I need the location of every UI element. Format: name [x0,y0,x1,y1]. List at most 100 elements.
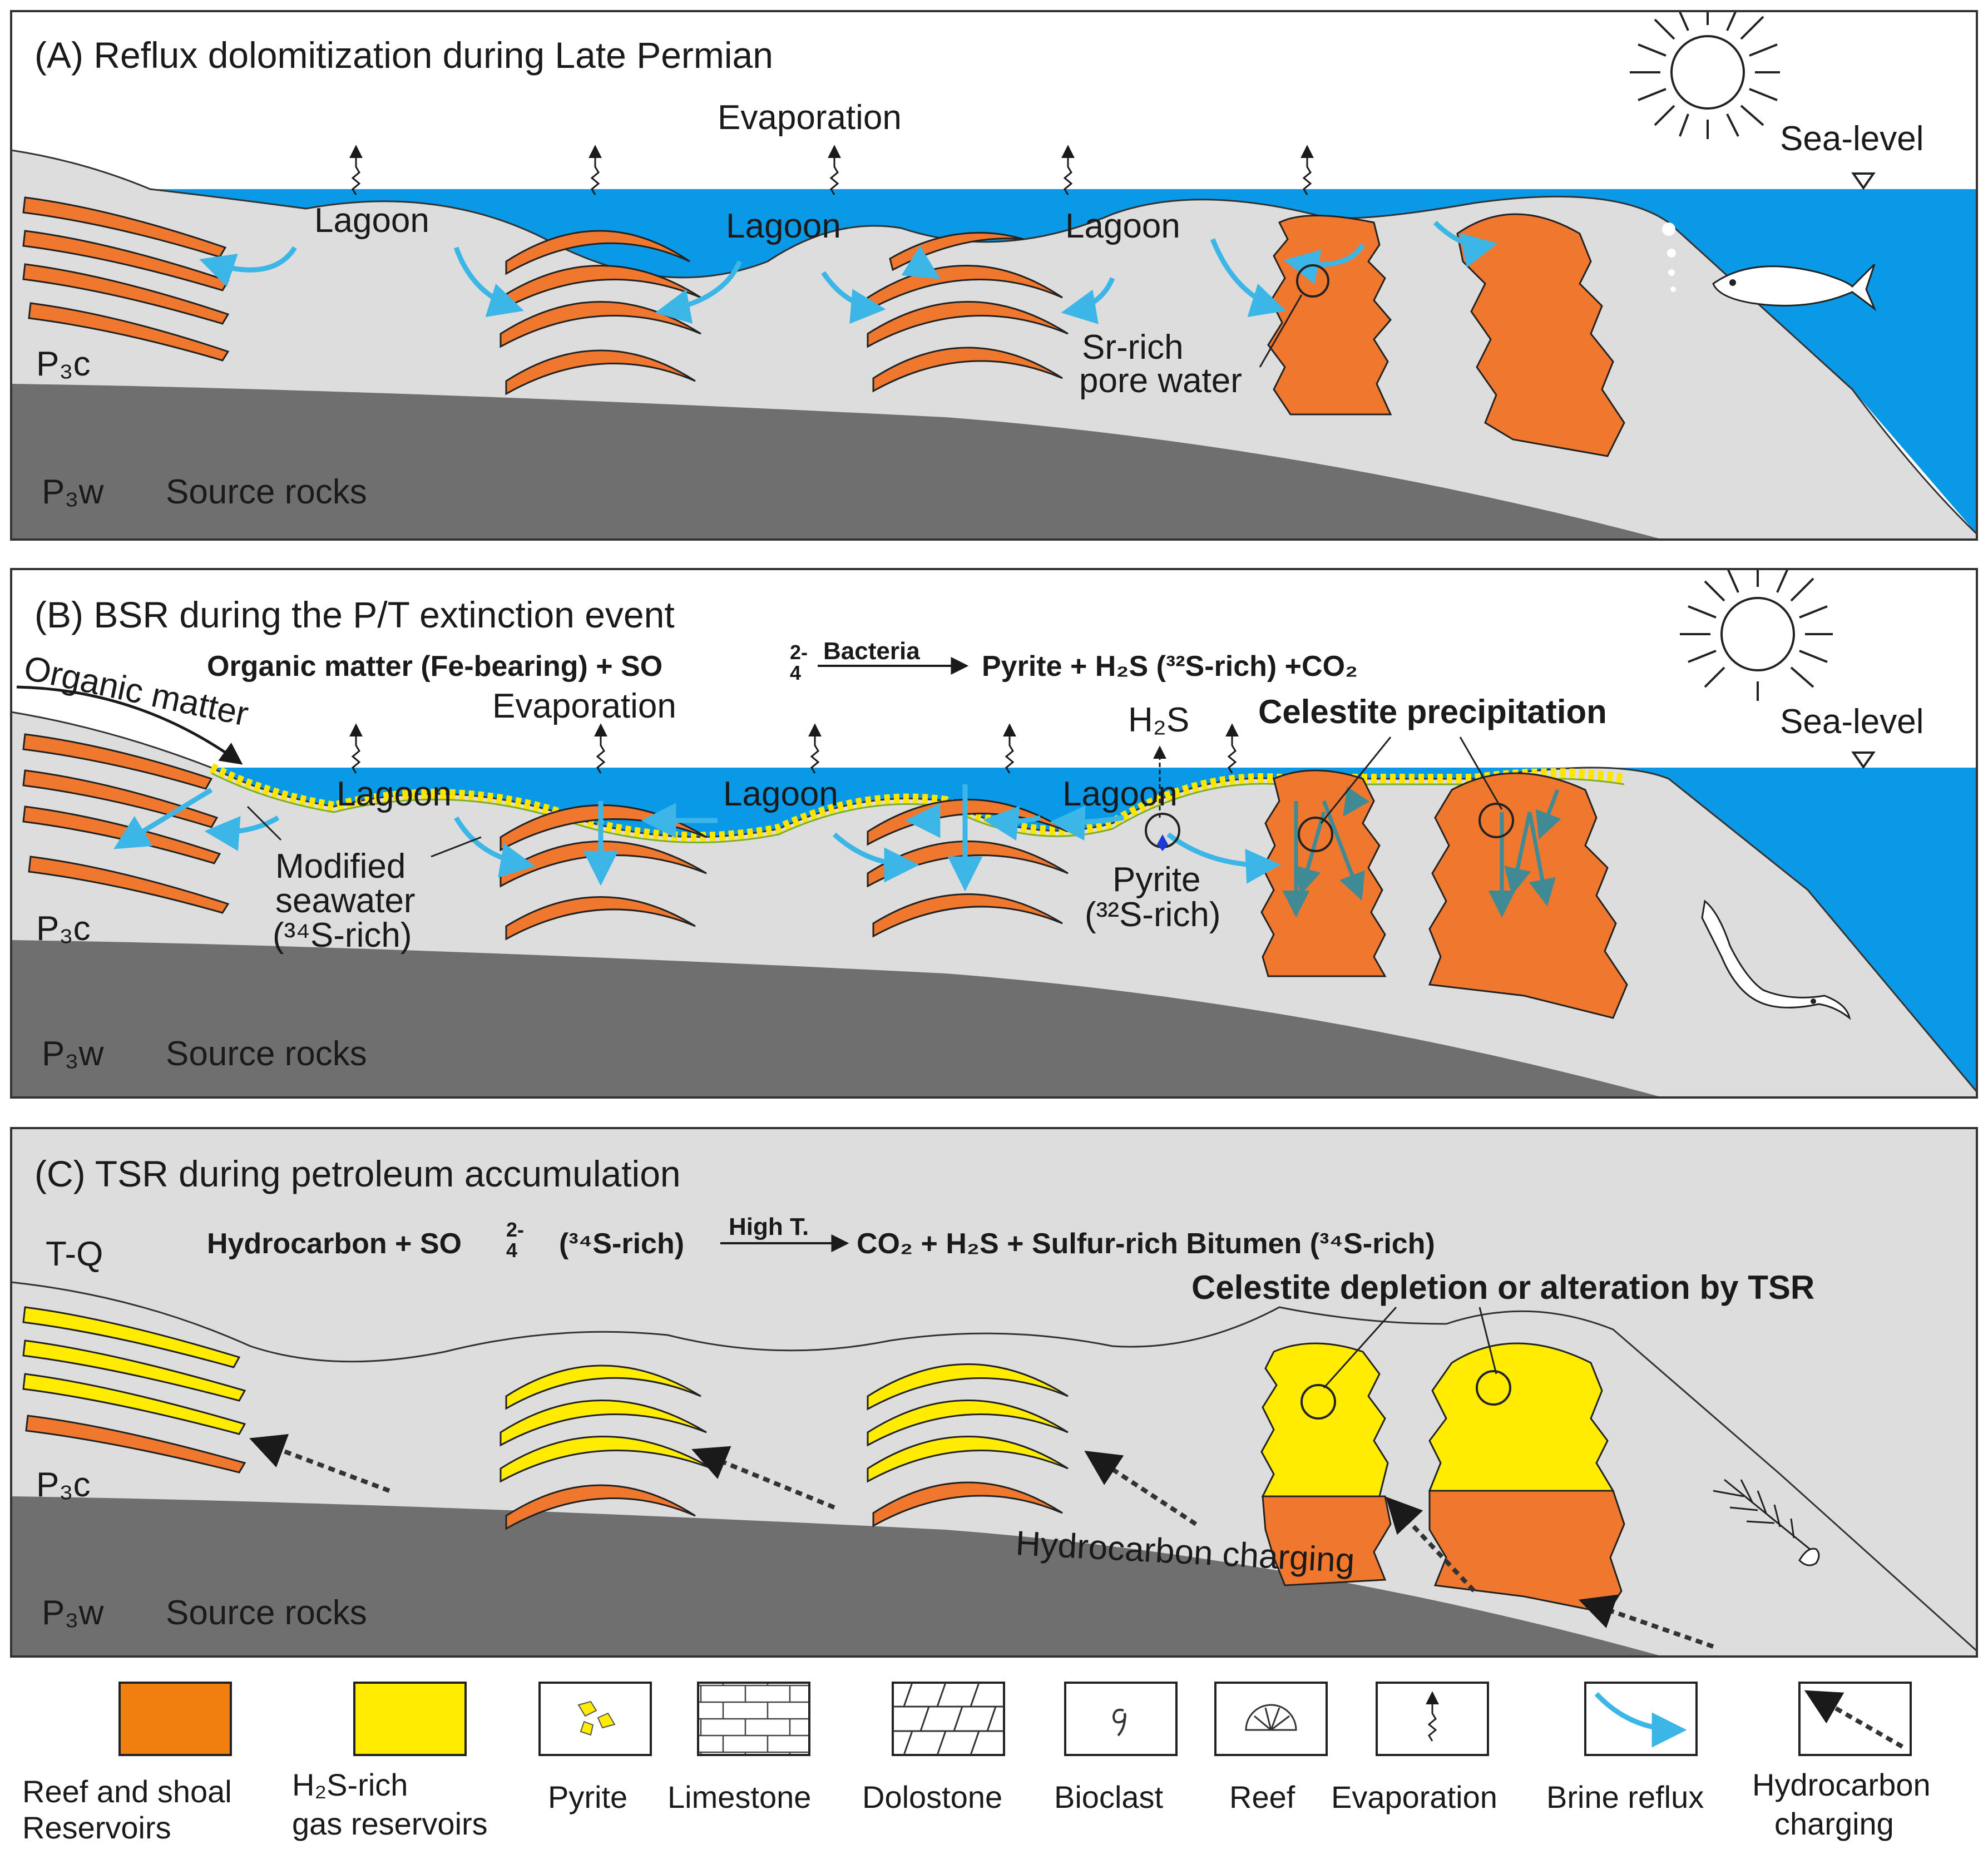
reflux-arrow [113,788,213,849]
legend-item-evaporation: Evaporation [1331,1682,1497,1815]
sr-rich-label-2: pore water [1079,362,1242,400]
formation-label-c-upper: P₃c [36,1466,91,1504]
reflux-arrow [454,816,536,878]
lagoon-label-b3: Lagoon [1062,775,1178,813]
evaporation-icon [1376,1682,1489,1756]
celestite-tsr-leader-2 [1478,1307,1497,1375]
evaporation-arrow [1061,145,1075,195]
sea-level-label-a: Sea-level [1780,120,1923,158]
shoal-body [867,1436,1069,1483]
panel-a: (A) Reflux dolomitization during Late Pe… [11,11,1977,540]
lagoon-label-a2: Lagoon [726,207,841,245]
shoal-body [500,841,707,888]
shoal-body [22,1306,241,1368]
organic-matter-arrow [16,685,243,765]
legend-label: charging [1774,1806,1894,1841]
source-rock-a [11,384,1663,540]
tsr-equation-sulfate-charge: 2- [506,1218,524,1241]
modified-seawater-leader-2 [246,805,282,841]
reflux-arrow [1166,832,1281,884]
shoal-body [22,263,230,325]
bsr-equation-sulfate-sub: 4 [790,661,801,684]
reflux-arrow [1210,238,1287,318]
brine-reflux-arrows-b [113,784,1281,892]
shoal-body [872,893,1063,938]
tsr-equation-left: Hydrocarbon + SO [207,1228,462,1260]
bubbles-a [1662,223,1676,292]
shoal-body [500,301,701,348]
fish-a [1712,263,1877,312]
bioclast-icon [1064,1682,1178,1756]
evaporation-arrow [349,145,363,195]
shoal-body [22,733,213,790]
seawater-a [150,189,1977,534]
reflux-arrow [1283,243,1365,284]
sr-rich-pore-marker [1296,264,1329,298]
hydrocarbon-charging-arrows-c [249,1434,1714,1649]
panel-b: (B) BSR during the P/T extinction event … [11,569,1977,1097]
reflux-arrow [655,260,743,324]
reef-mound-1-c-upper [1260,1342,1389,1497]
panel-a-frame [10,10,1978,541]
brine-reflux-glyph [1594,1692,1687,1748]
source-rock-c [11,1496,1663,1657]
lagoon-label-b2: Lagoon [723,775,838,813]
sun-icon [1680,569,1833,701]
pyrite-label-1: Pyrite [1112,861,1200,899]
tsr-equation-sulfate-sub: 4 [506,1239,517,1262]
reef-mound-1-b [1260,769,1387,977]
dead-fish-b [1701,899,1851,1020]
celestite-arrow [1322,800,1365,901]
shoal-group-2-c [500,1364,713,1530]
modified-seawater-label-3: (³⁴S-rich) [273,916,412,955]
panel-c-frame [10,1127,1978,1658]
legend-item-reef: Reef [1214,1682,1328,1815]
source-rock-b [11,940,1663,1097]
evaporation-arrow [1300,145,1314,195]
legend-item-hydrocarbon-charging: Hydrocarbon charging [1752,1682,1931,1841]
hydrocarbon-charging-glyph [1804,1690,1903,1749]
shoal-body [22,230,230,291]
shoal-body [505,896,696,941]
legend-item-bioclast: Bioclast [1054,1682,1178,1815]
evaporation-arrow [828,145,841,195]
sea-level-label-b: Sea-level [1780,703,1923,741]
fish-skeleton-c [1713,1479,1820,1566]
lagoon-label-b1: Lagoon [337,775,452,813]
celestite-tsr-label: Celestite depletion or alteration by TSR [1191,1269,1814,1306]
reef-glyph [1245,1704,1297,1731]
evaporation-arrow [1225,723,1239,774]
formation-label-a-lower: P₃w [42,473,104,511]
shoal-body [28,856,230,914]
modified-seawater-label-1: Modified [275,847,405,886]
formation-label-b-lower: P₃w [42,1035,104,1073]
legend-item-brine-reflux: Brine reflux [1546,1682,1704,1815]
evaporation-arrow [1003,723,1016,774]
sr-rich-label-1: Sr-rich [1082,328,1184,367]
limestone-icon [697,1682,810,1756]
lagoon-label-a3: Lagoon [1065,207,1180,245]
legend-item-dolostone: Dolostone [862,1682,1005,1815]
bsr-catalyst: Bacteria [823,637,920,665]
pyrite-crystal [577,1700,616,1736]
legend-item-h2s-gas: H₂S-rich gas reservoirs [292,1682,488,1841]
legend: Reef and shoal Reservoirs H₂S-rich gas r… [22,1682,1931,1845]
evaporation-arrow [349,723,363,774]
legend-label: Evaporation [1331,1779,1497,1815]
shoal-group-1-c [22,1306,246,1474]
evaporation-label-b: Evaporation [492,687,676,725]
reflux-arrow [199,246,297,287]
evaporation-arrow [594,723,607,774]
reef-icon [1214,1682,1328,1756]
panel-c: (C) TSR during petroleum accumulation Hy… [11,1128,1977,1657]
brine-reflux-arrows-a [199,220,1498,324]
shoal-body [28,302,230,362]
sea-level-marker-b [1851,752,1876,769]
tsr-equation-right: CO₂ + H₂S + Sulfur-rich Bitumen (³⁴S-ric… [857,1228,1435,1260]
tq-label: T-Q [46,1235,103,1273]
formation-label-a-upper: P₃c [36,345,91,383]
shoal-body [867,301,1069,348]
celestite-arrow [1527,812,1556,907]
celestite-arrow [1343,786,1370,817]
legend-label: Reservoirs [22,1810,171,1845]
